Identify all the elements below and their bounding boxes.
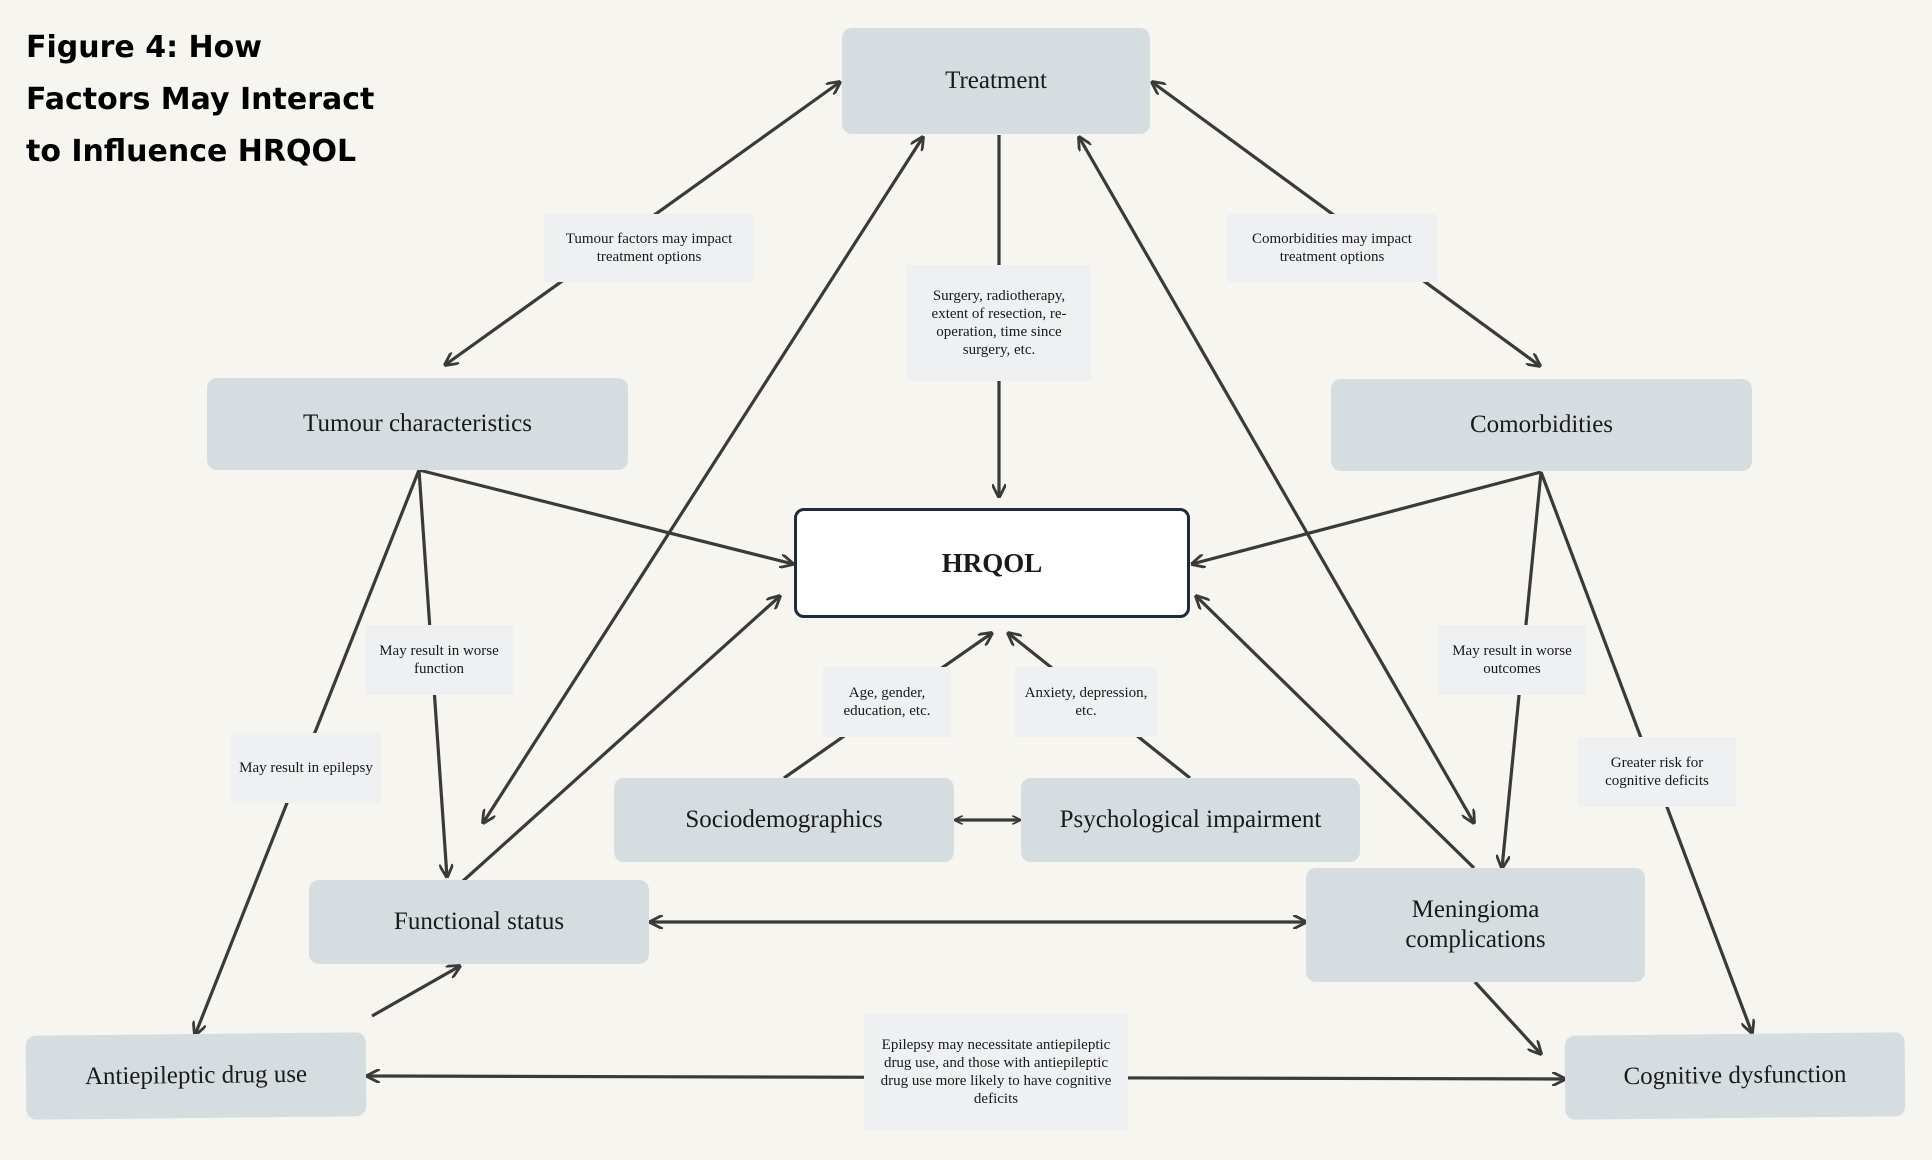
- label-tumour-treatment: Tumour factors may impact treatment opti…: [544, 214, 754, 282]
- label-worse-function: May result in worse function: [365, 625, 513, 695]
- label-comorbidities-treatment: Comorbidities may impact treatment optio…: [1227, 214, 1437, 282]
- arrow-meningioma-cognitive: [1473, 980, 1541, 1054]
- node-treatment: Treatment: [842, 28, 1150, 134]
- node-cognitive-dysfunction: Cognitive dysfunction: [1564, 1032, 1906, 1120]
- label-epilepsy-drug: Epilepsy may necessitate antiepileptic d…: [864, 1014, 1128, 1130]
- node-comorbidities: Comorbidities: [1331, 379, 1752, 471]
- label-worse-outcomes: May result in worse outcomes: [1438, 625, 1586, 695]
- arrow-antiepileptic-functional: [371, 966, 460, 1018]
- node-psychological-impairment: Psychological impairment: [1021, 778, 1360, 862]
- arrow-functional-hrqol: [461, 596, 780, 883]
- node-meningioma-complications: Meningioma complications: [1306, 868, 1645, 982]
- node-functional-status: Functional status: [309, 880, 649, 964]
- arrow-treatment-meningioma: [1079, 137, 1474, 823]
- node-tumour-characteristics: Tumour characteristics: [207, 378, 628, 470]
- arrow-comorbidities-hrqol: [1192, 470, 1542, 564]
- label-sociodemo-factors: Age, gender, education, etc.: [823, 667, 951, 737]
- arrow-meningioma-hrqol: [1196, 596, 1476, 870]
- figure-title: Figure 4: How Factors May Interact to In…: [26, 30, 375, 169]
- node-antiepileptic-drug-use: Antiepileptic drug use: [25, 1032, 367, 1120]
- label-cognitive-risk: Greater risk for cognitive deficits: [1578, 737, 1736, 807]
- node-hrqol: HRQOL: [794, 508, 1190, 618]
- arrow-tumour-hrqol: [418, 468, 793, 564]
- label-psych-factors: Anxiety, depression, etc.: [1015, 667, 1157, 737]
- label-treatment-factors: Surgery, radiotherapy, extent of resecti…: [907, 265, 1091, 381]
- label-epilepsy: May result in epilepsy: [231, 733, 381, 803]
- arrow-treatment-functional: [483, 137, 923, 823]
- node-sociodemographics: Sociodemographics: [614, 778, 954, 862]
